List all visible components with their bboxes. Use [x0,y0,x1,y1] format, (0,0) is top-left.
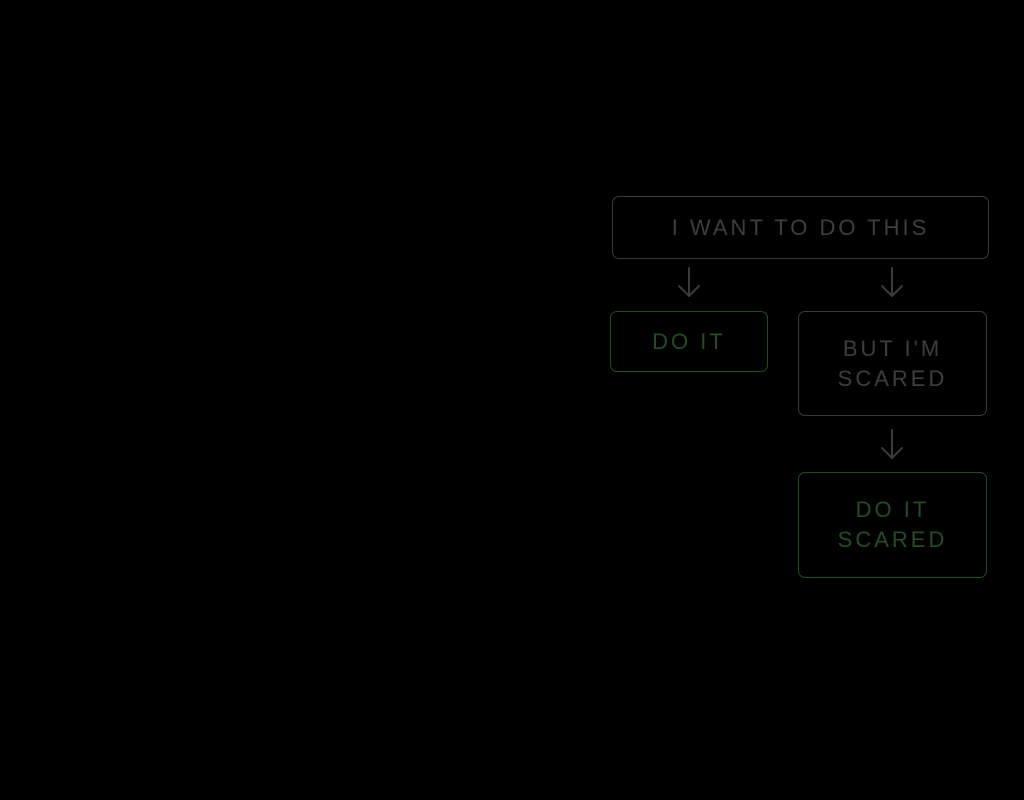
node-label-line-2: SCARED [837,527,948,552]
arrow-want-to-scared [881,267,903,297]
node-label-line-1: BUT I'M [842,335,943,361]
node-do-it-scared: DO IT SCARED [798,472,987,578]
arrow-want-to-do-it [678,267,700,297]
node-label-line-1: DO IT [855,497,930,522]
node-but-im-scared: BUT I'M SCARED [798,311,987,416]
arrow-scared-to-do-it-scared [881,429,903,459]
node-label-line-2: SCARED [837,365,948,391]
node-label: I WANT TO DO THIS [671,214,930,240]
node-label: DO IT [652,328,726,354]
node-do-it: DO IT [610,311,768,372]
node-i-want-to-do-this: I WANT TO DO THIS [612,196,989,259]
